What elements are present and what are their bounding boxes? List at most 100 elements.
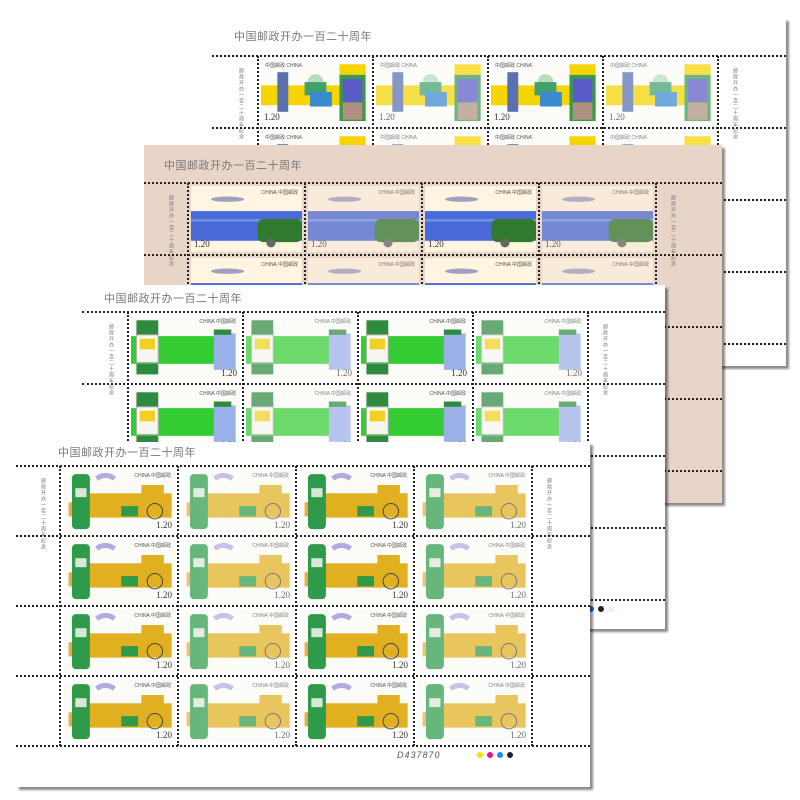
perforation-column (531, 466, 533, 746)
stamp-brand-text: CHINA 中国邮政 (199, 391, 236, 397)
denomination: 1.20 (392, 730, 408, 740)
stamp-artwork (131, 320, 236, 375)
denomination: 1.20 (510, 520, 526, 530)
stamp: CHINA 中国邮政 1.20 (417, 469, 529, 533)
stamp-artwork (246, 320, 351, 375)
denomination: 1.20 (156, 660, 172, 670)
stamp-brand-text: CHINA 中国邮政 (378, 190, 415, 196)
stamp-brand-text: CHINA 中国邮政 (378, 262, 415, 268)
margin-inscription: 邮政开办一百二十周年纪念 (168, 195, 174, 267)
stamp-artwork (304, 542, 408, 600)
registration-color-dot (487, 752, 493, 758)
perforation-row (82, 383, 665, 385)
stamp: CHINA 中国邮政 1.20 (63, 469, 175, 533)
registration-color-dot (477, 752, 483, 758)
margin-inscription: 邮政开办一百二十周年纪念 (602, 324, 608, 396)
stamp-artwork (425, 186, 536, 252)
stamp-artwork (186, 542, 290, 600)
stamp-brand-text: CHINA 中国邮政 (544, 319, 581, 325)
stamp-brand-text: CHINA 中国邮政 (612, 190, 649, 196)
stamp-brand-text: CHINA 中国邮政 (370, 543, 407, 549)
denomination: 1.20 (274, 660, 290, 670)
sheet-title: 中国邮政开办一百二十周年 (104, 292, 242, 305)
perforation-column (59, 466, 61, 746)
perforation-row (16, 465, 590, 467)
stamp-brand-text: CHINA 中国邮政 (429, 391, 466, 397)
perforation-column (295, 466, 297, 746)
registration-color-dot (608, 606, 614, 612)
denomination: 1.20 (194, 239, 210, 249)
stamp-artwork (304, 472, 408, 530)
stamp-artwork (491, 64, 596, 122)
margin-inscription: 邮政开办一百二十周年纪念 (108, 324, 114, 396)
registration-color-dot (507, 752, 513, 758)
stamp-brand-text: CHINA 中国邮政 (429, 319, 466, 325)
stamp-artwork (304, 682, 408, 740)
stamp-brand-text: CHINA 中国邮政 (261, 190, 298, 196)
stamp-brand-text: 中国邮政 CHINA (380, 63, 417, 69)
denomination: 1.20 (510, 660, 526, 670)
stamp-artwork (422, 612, 526, 670)
denomination: 1.20 (274, 590, 290, 600)
stamp-brand-text: 中国邮政 CHINA (265, 135, 302, 141)
denomination: 1.20 (392, 660, 408, 670)
margin-inscription: 邮政开办一百二十周年纪念 (670, 195, 676, 267)
perforation-row (212, 55, 786, 57)
stamp-artwork (361, 320, 466, 375)
registration-color-dot (598, 606, 604, 612)
stamp-brand-text: CHINA 中国邮政 (252, 613, 289, 619)
stamp-artwork (131, 392, 236, 447)
stamp-artwork (246, 392, 351, 447)
stamp-brand-text: 中国邮政 CHINA (610, 63, 647, 69)
denomination: 1.20 (428, 239, 444, 249)
stamp-brand-text: CHINA 中国邮政 (488, 473, 525, 479)
sheet-serial-number: D437870 (397, 750, 441, 760)
stamp-brand-text: 中国邮政 CHINA (610, 135, 647, 141)
denomination: 1.20 (264, 112, 280, 122)
margin-inscription: 邮政开办一百二十周年纪念 (40, 478, 46, 550)
stamp-brand-text: CHINA 中国邮政 (134, 683, 171, 689)
stamp-artwork (476, 320, 581, 375)
denomination: 1.20 (156, 730, 172, 740)
stamp-artwork (606, 64, 711, 122)
stamp-artwork (261, 64, 366, 122)
denomination: 1.20 (392, 520, 408, 530)
stamp: CHINA 中国邮政 1.20 (191, 186, 302, 252)
denomination: 1.20 (510, 590, 526, 600)
stamp-brand-text: CHINA 中国邮政 (134, 543, 171, 549)
sheet-title: 中国邮政开办一百二十周年 (234, 30, 372, 43)
denomination: 1.20 (451, 368, 467, 378)
stamp-artwork (422, 682, 526, 740)
denomination: 1.20 (221, 368, 237, 378)
perforation-column (413, 466, 415, 746)
stamp-brand-text: CHINA 中国邮政 (612, 262, 649, 268)
denomination: 1.20 (392, 590, 408, 600)
stamp-brand-text: CHINA 中国邮政 (314, 391, 351, 397)
stamp: CHINA 中国邮政 1.20 (299, 679, 411, 743)
stamp: CHINA 中国邮政 1.20 (299, 539, 411, 603)
stamp-brand-text: CHINA 中国邮政 (370, 683, 407, 689)
stamp-brand-text: CHINA 中国邮政 (134, 473, 171, 479)
stamp-brand-text: CHINA 中国邮政 (134, 613, 171, 619)
margin-inscription: 邮政开办一百二十周年纪念 (546, 478, 552, 550)
stamp-brand-text: CHINA 中国邮政 (314, 319, 351, 325)
denomination: 1.20 (156, 520, 172, 530)
stamp-brand-text: CHINA 中国邮政 (544, 391, 581, 397)
denomination: 1.20 (274, 730, 290, 740)
